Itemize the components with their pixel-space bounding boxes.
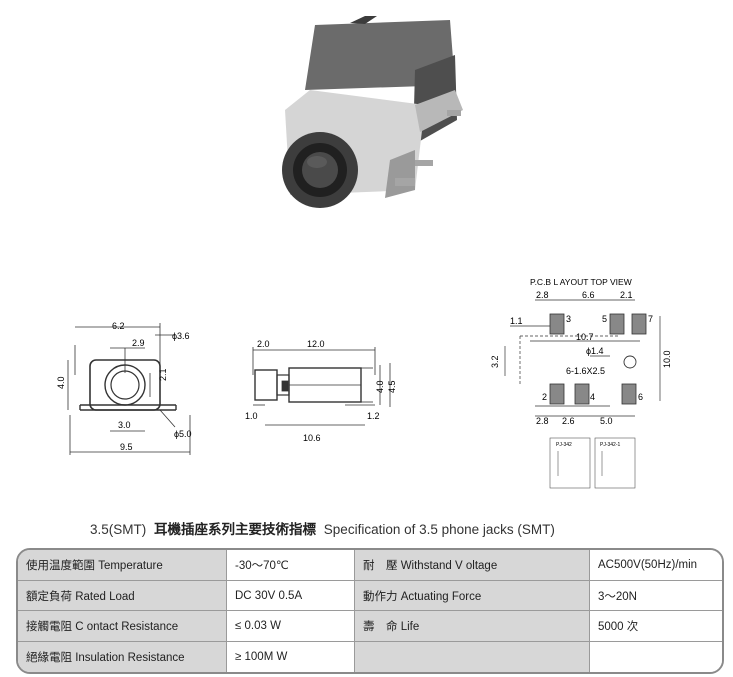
dim-front-height: 4.0: [56, 376, 66, 389]
spec-value: 5000 次: [589, 610, 722, 643]
pcb-top-dim-2: 6.6: [582, 290, 595, 300]
pcb-bottom-dim-1: 2.8: [536, 416, 549, 426]
pcb-pad-3: 3: [566, 314, 571, 324]
spec-value: -30～70℃: [226, 550, 355, 581]
pcb-left-height: 3.2: [490, 355, 500, 368]
spec-label: 耐 壓 Withstand V oltage: [354, 550, 590, 581]
spec-title: 3.5(SMT) 耳機插座系列主要技術指標 Specification of 3…: [90, 518, 555, 538]
spec-value: ≥ 100M W: [226, 641, 355, 672]
pcb-pad-6: 6: [638, 392, 643, 402]
spec-label: 使用温度範圍 Temperature: [18, 550, 227, 581]
product-photo: [282, 16, 463, 208]
pcb-pad-4: 4: [590, 392, 595, 402]
pcb-title: P.C.B L AYOUT TOP VIEW: [530, 277, 632, 287]
spec-label: 壽 命 Life: [354, 610, 590, 643]
dim-side-height-small: 4.0: [375, 380, 385, 393]
dim-front-bottom-dia: ϕ5.0: [174, 429, 192, 439]
dim-side-bottom-right: 1.2: [367, 411, 380, 421]
dim-front-bottom-inner: 3.0: [118, 420, 131, 430]
spec-label: 絕緣電阻 Insulation Resistance: [18, 641, 227, 672]
pcb-layout-drawing: P.C.B L AYOUT TOP VIEW 2.8 6.6 2.1 1.1 1…: [490, 277, 672, 489]
front-view-drawing: 6.2 ϕ3.6 2.9 4.0 2.1 3.0 ϕ5.0 9.5: [56, 321, 192, 455]
spec-empty-cell: [354, 641, 590, 672]
dim-front-width: 6.2: [112, 321, 125, 331]
spec-value: ≤ 0.03 W: [226, 610, 355, 643]
pcb-bottom-dim-3: 5.0: [600, 416, 613, 426]
pcb-schematic-label-2: PJ-342-1: [600, 442, 621, 448]
pcb-bottom-dim-2: 2.6: [562, 416, 575, 426]
dim-front-side: 2.1: [158, 368, 168, 381]
spec-row-temperature: 使用温度範圍 Temperature -30～70℃ 耐 壓 Withstand…: [18, 550, 722, 581]
spec-row-insulation-resistance: 絕緣電阻 Insulation Resistance ≥ 100M W: [18, 641, 722, 672]
dim-side-bottom-length: 10.6: [303, 433, 321, 443]
pcb-left-dim: 1.1: [510, 316, 523, 326]
spec-empty-cell: [589, 641, 722, 672]
pcb-top-dim-1: 2.8: [536, 290, 549, 300]
spec-label: 額定負荷 Rated Load: [18, 580, 227, 612]
spec-table: 使用温度範圍 Temperature -30～70℃ 耐 壓 Withstand…: [16, 548, 724, 674]
spec-title-prefix: 3.5(SMT): [90, 522, 147, 537]
spec-row-rated-load: 額定負荷 Rated Load DC 30V 0.5A 動作力 Actuatin…: [18, 580, 722, 612]
spec-label: 接觸電阻 C ontact Resistance: [18, 610, 227, 643]
pcb-right-height: 10.0: [662, 350, 672, 368]
spec-title-en: Specification of 3.5 phone jacks (SMT): [323, 522, 555, 537]
dim-side-top-left: 2.0: [257, 339, 270, 349]
spec-label: 動作力 Actuating Force: [354, 580, 590, 612]
dim-front-total-width: 9.5: [120, 442, 133, 452]
pcb-slot: 6-1.6X2.5: [566, 366, 605, 376]
spec-row-contact-resistance: 接觸電阻 C ontact Resistance ≤ 0.03 W 壽 命 Li…: [18, 610, 722, 643]
spec-value: AC500V(50Hz)/min: [589, 550, 722, 581]
spec-value: 3～20N: [589, 580, 722, 612]
pcb-pad-5: 5: [602, 314, 607, 324]
spec-title-zh: 耳機插座系列主要技術指標: [154, 522, 317, 537]
dim-side-height-large: 4.5: [387, 380, 397, 393]
dim-front-hole-dia: ϕ3.6: [172, 331, 190, 341]
pcb-span: 10.7: [576, 332, 594, 342]
side-view-drawing: 2.0 12.0 4.0 4.5 1.0 1.2 10.6: [245, 339, 397, 443]
dim-side-bottom-left: 1.0: [245, 411, 258, 421]
dim-side-length: 12.0: [307, 339, 325, 349]
pcb-pad-7: 7: [648, 314, 653, 324]
pcb-top-dim-3: 2.1: [620, 290, 633, 300]
pcb-pad-2: 2: [542, 392, 547, 402]
spec-value: DC 30V 0.5A: [226, 580, 355, 612]
dim-front-inner: 2.9: [132, 338, 145, 348]
pcb-schematic-label-1: PJ-342: [556, 442, 572, 448]
pcb-hole-dia: ϕ1.4: [586, 346, 604, 356]
